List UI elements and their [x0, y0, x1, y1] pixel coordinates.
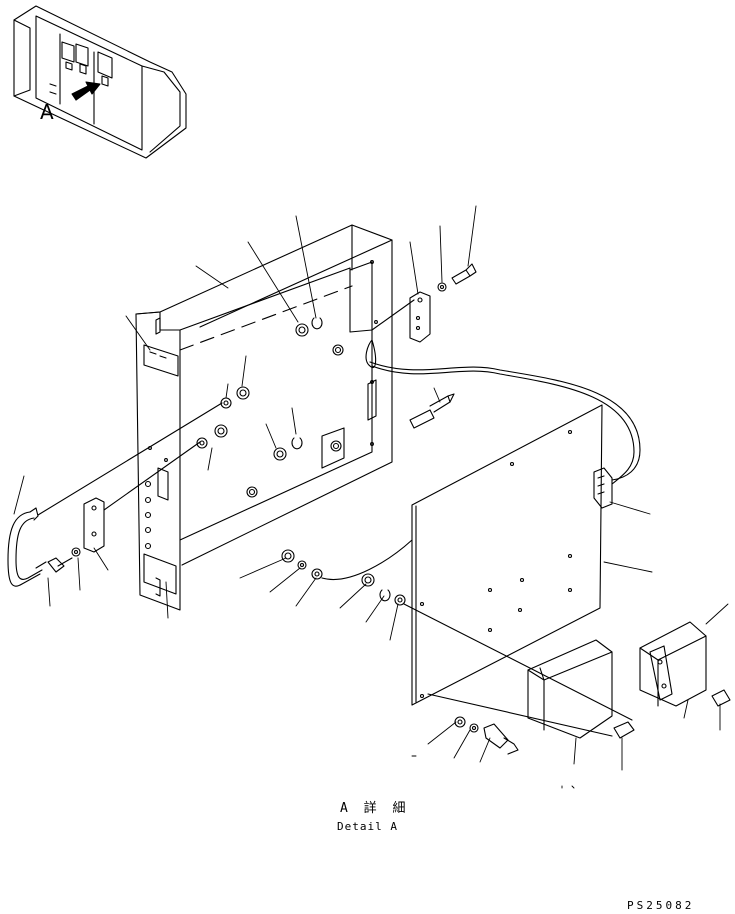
washer — [469, 723, 479, 733]
washer — [454, 716, 466, 728]
lock-washer — [291, 437, 303, 450]
washer — [394, 594, 406, 606]
nut — [361, 573, 375, 587]
frame-fasteners — [196, 317, 344, 498]
washer — [71, 547, 81, 557]
bolt — [47, 557, 73, 573]
u-bolt-assembly — [7, 402, 223, 587]
nut — [246, 486, 258, 498]
drawing-code: PS25082 — [627, 899, 695, 912]
nut — [281, 549, 295, 563]
bolt — [483, 723, 519, 755]
lock-washer — [379, 589, 391, 602]
bracket-frame — [135, 224, 393, 611]
mounting-plate — [411, 404, 603, 706]
nut — [295, 323, 309, 337]
clamp-plate-right — [371, 263, 477, 343]
washer — [437, 282, 447, 292]
nut — [330, 440, 342, 452]
nut — [214, 424, 228, 438]
bolt — [451, 263, 477, 285]
bolt — [613, 721, 635, 739]
connector — [593, 467, 613, 509]
front-block — [427, 639, 635, 755]
washer — [196, 437, 208, 449]
inset-overview — [13, 5, 187, 159]
nut — [273, 447, 287, 461]
stud-pin — [409, 393, 455, 429]
view-label-a: A — [40, 100, 54, 124]
washer — [297, 560, 307, 570]
right-bracket — [639, 621, 731, 707]
caption-japanese: A 詳 細 — [340, 801, 410, 816]
washer — [311, 568, 323, 580]
nut — [236, 386, 250, 400]
bolt — [711, 689, 731, 707]
lock-washer — [311, 317, 323, 330]
leader-lines — [13, 205, 729, 789]
nut — [332, 344, 344, 356]
lower-fasteners — [281, 539, 633, 721]
caption-english: Detail A — [337, 820, 398, 833]
wire-harness — [365, 339, 641, 509]
view-arrow-icon — [71, 81, 101, 101]
clamp-plate-left — [83, 497, 105, 553]
